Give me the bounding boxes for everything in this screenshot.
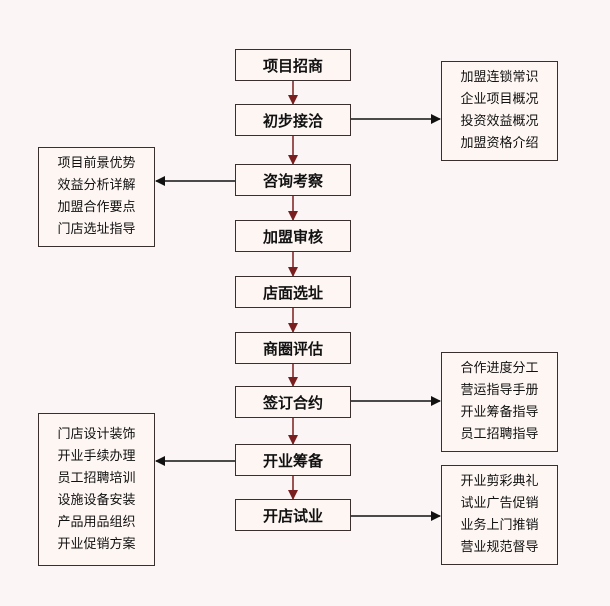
info-line: 合作进度分工 <box>460 361 539 376</box>
info-line: 项目前景优势 <box>57 156 136 171</box>
info-line: 投资效益概况 <box>460 114 539 129</box>
info-line: 门店设计装饰 <box>57 426 136 442</box>
step-project-recruitment: 项目招商 <box>235 49 351 81</box>
info-line: 产品用品组织 <box>57 514 136 530</box>
info-line: 加盟连锁常识 <box>460 70 539 85</box>
info-line: 加盟资格介绍 <box>460 136 539 151</box>
step-franchise-review: 加盟审核 <box>235 220 351 252</box>
info-line: 员工招聘培训 <box>57 470 136 486</box>
step-sign-contract: 签订合约 <box>235 386 351 418</box>
step-trade-area-eval: 商圈评估 <box>235 332 351 364</box>
info-line: 开业促销方案 <box>57 536 136 552</box>
info-line: 营业规范督导 <box>460 540 539 555</box>
info-line: 开业手续办理 <box>57 448 136 464</box>
step-consult-inspection: 咨询考察 <box>235 164 351 196</box>
info-line: 员工招聘指导 <box>460 427 539 442</box>
info-line: 加盟合作要点 <box>57 200 136 215</box>
info-line: 试业广告促销 <box>460 496 539 511</box>
info-line: 开业筹备指导 <box>460 405 539 420</box>
info-box-right-top: 加盟连锁常识 企业项目概况 投资效益概况 加盟资格介绍 <box>441 61 558 161</box>
info-line: 开业剪彩典礼 <box>460 474 539 489</box>
step-opening-prep: 开业筹备 <box>235 444 351 476</box>
info-box-right-bottom: 开业剪彩典礼 试业广告促销 业务上门推销 营业规范督导 <box>441 465 558 565</box>
info-box-left-bottom: 门店设计装饰 开业手续办理 员工招聘培训 设施设备安装 产品用品组织 开业促销方… <box>38 413 155 566</box>
info-line: 营运指导手册 <box>460 383 539 398</box>
info-box-left-top: 项目前景优势 效益分析详解 加盟合作要点 门店选址指导 <box>38 147 155 247</box>
info-line: 业务上门推销 <box>460 518 539 533</box>
step-initial-contact: 初步接洽 <box>235 104 351 136</box>
info-line: 效益分析详解 <box>57 178 136 193</box>
info-line: 门店选址指导 <box>57 222 136 237</box>
info-line: 设施设备安装 <box>57 492 136 508</box>
step-trial-opening: 开店试业 <box>235 499 351 531</box>
info-line: 企业项目概况 <box>460 92 539 107</box>
step-store-location: 店面选址 <box>235 276 351 308</box>
info-box-right-mid: 合作进度分工 营运指导手册 开业筹备指导 员工招聘指导 <box>441 352 558 452</box>
